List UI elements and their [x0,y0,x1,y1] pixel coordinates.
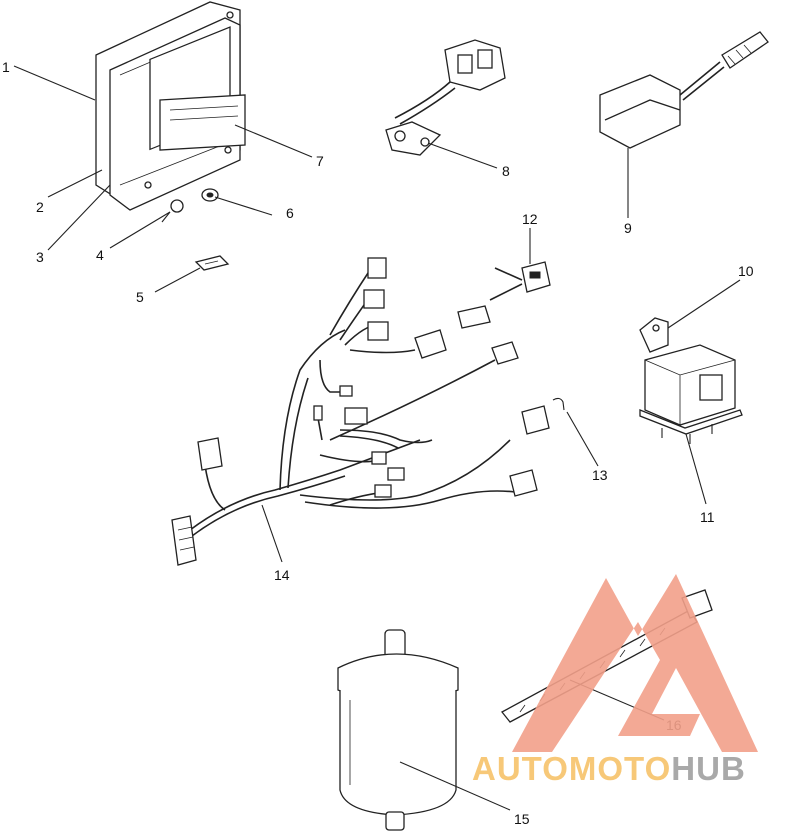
sensor-with-connector [385,39,506,156]
wiring-harness [171,257,550,566]
callout-1: 1 [2,59,10,75]
callout-13: 13 [592,467,608,483]
callout-3: 3 [36,249,44,265]
callout-7: 7 [316,153,324,169]
fuel-filter [337,629,459,831]
ecu-module [95,1,246,211]
callout-6: 6 [286,205,294,221]
hook-clip [552,397,565,411]
callout-15: 15 [514,811,530,827]
svg-text:AUTOMOTOHUB: AUTOMOTOHUB [472,750,746,787]
callout-14: 14 [274,567,290,583]
watermark-triangle [512,574,758,752]
callout-12: 12 [522,211,538,227]
leader-lines [13,65,741,811]
switch-with-cable [599,31,769,149]
callout-10: 10 [738,263,754,279]
callout-5: 5 [136,289,144,305]
callout-11: 11 [700,509,715,525]
nut [201,188,219,202]
connector-pair [457,261,551,329]
relay [639,317,743,444]
watermark-text-automoto: AUTOMOTO [472,750,671,787]
clip [194,255,230,271]
screw [161,199,184,223]
watermark-logo: AUTOMOTOHUB [472,574,758,787]
callout-9: 9 [624,220,632,236]
callout-2: 2 [36,199,44,215]
callout-4: 4 [96,247,104,263]
callout-8: 8 [502,163,510,179]
watermark-text-hub: HUB [671,750,746,787]
